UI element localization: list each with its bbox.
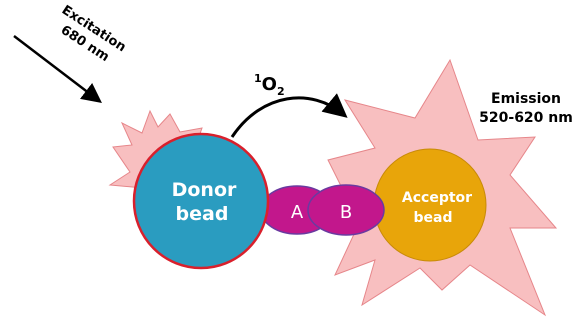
molecule-b-label: B [340, 202, 352, 223]
donor-label-line1: Donor [172, 179, 237, 201]
emission-label-line2: 520-620 nm [479, 110, 573, 126]
singlet-oxygen-symbol: O [262, 74, 277, 95]
donor-bead [132, 132, 270, 270]
emission-label-line1: Emission [491, 91, 561, 107]
singlet-oxygen-label: 1O2 [254, 72, 285, 98]
excitation-arrow [13, 35, 102, 104]
singlet-oxygen-arrow [230, 93, 348, 138]
molecule-b [307, 184, 385, 236]
acceptor-label-line2: bead [414, 210, 453, 226]
donor-label-line2: bead [176, 203, 229, 225]
molecule-a-label: A [291, 202, 304, 223]
singlet-oxygen-superscript: 1 [254, 72, 262, 85]
singlet-oxygen-subscript: 2 [277, 85, 285, 98]
acceptor-label-line1: Acceptor [402, 190, 472, 206]
